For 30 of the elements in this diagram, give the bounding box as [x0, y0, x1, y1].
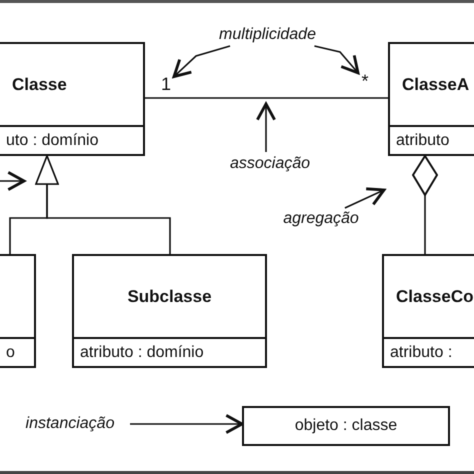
attribute-text: atributo: [396, 132, 450, 150]
arrow: [344, 187, 386, 209]
arrow: [314, 45, 360, 74]
attribute-text: uto : domínio: [6, 132, 98, 150]
attribute-text: atributo :: [390, 344, 452, 362]
arrow: [172, 45, 230, 78]
class-name: ClasseA: [402, 74, 470, 94]
attribute-text: atributo : domínio: [80, 344, 204, 362]
class-box: [0, 254, 36, 368]
multiplicity-label: *: [361, 70, 368, 92]
aggregation-line: [412, 155, 438, 254]
object-box: [242, 406, 450, 446]
class-box: [382, 254, 474, 368]
class-box: [72, 254, 267, 368]
class-box: [0, 42, 145, 156]
multiplicity-label: 1: [160, 74, 171, 94]
class-name: Classe: [12, 74, 67, 94]
object-text: objeto : classe: [294, 417, 398, 435]
generalization-arrow: [35, 155, 171, 254]
class-box: [388, 42, 474, 156]
annotation-label: associação: [230, 155, 310, 173]
arrow: [256, 102, 276, 152]
association-line: [145, 97, 388, 99]
annotation-label: multiplicidade: [219, 26, 316, 44]
class-name: ClasseCo: [396, 286, 474, 306]
class-name: Subclasse: [127, 286, 212, 306]
annotation-label: agregação: [283, 210, 359, 228]
arrow: [130, 414, 244, 434]
attribute-text: o: [6, 344, 15, 362]
annotation-label: instanciação: [26, 415, 114, 433]
